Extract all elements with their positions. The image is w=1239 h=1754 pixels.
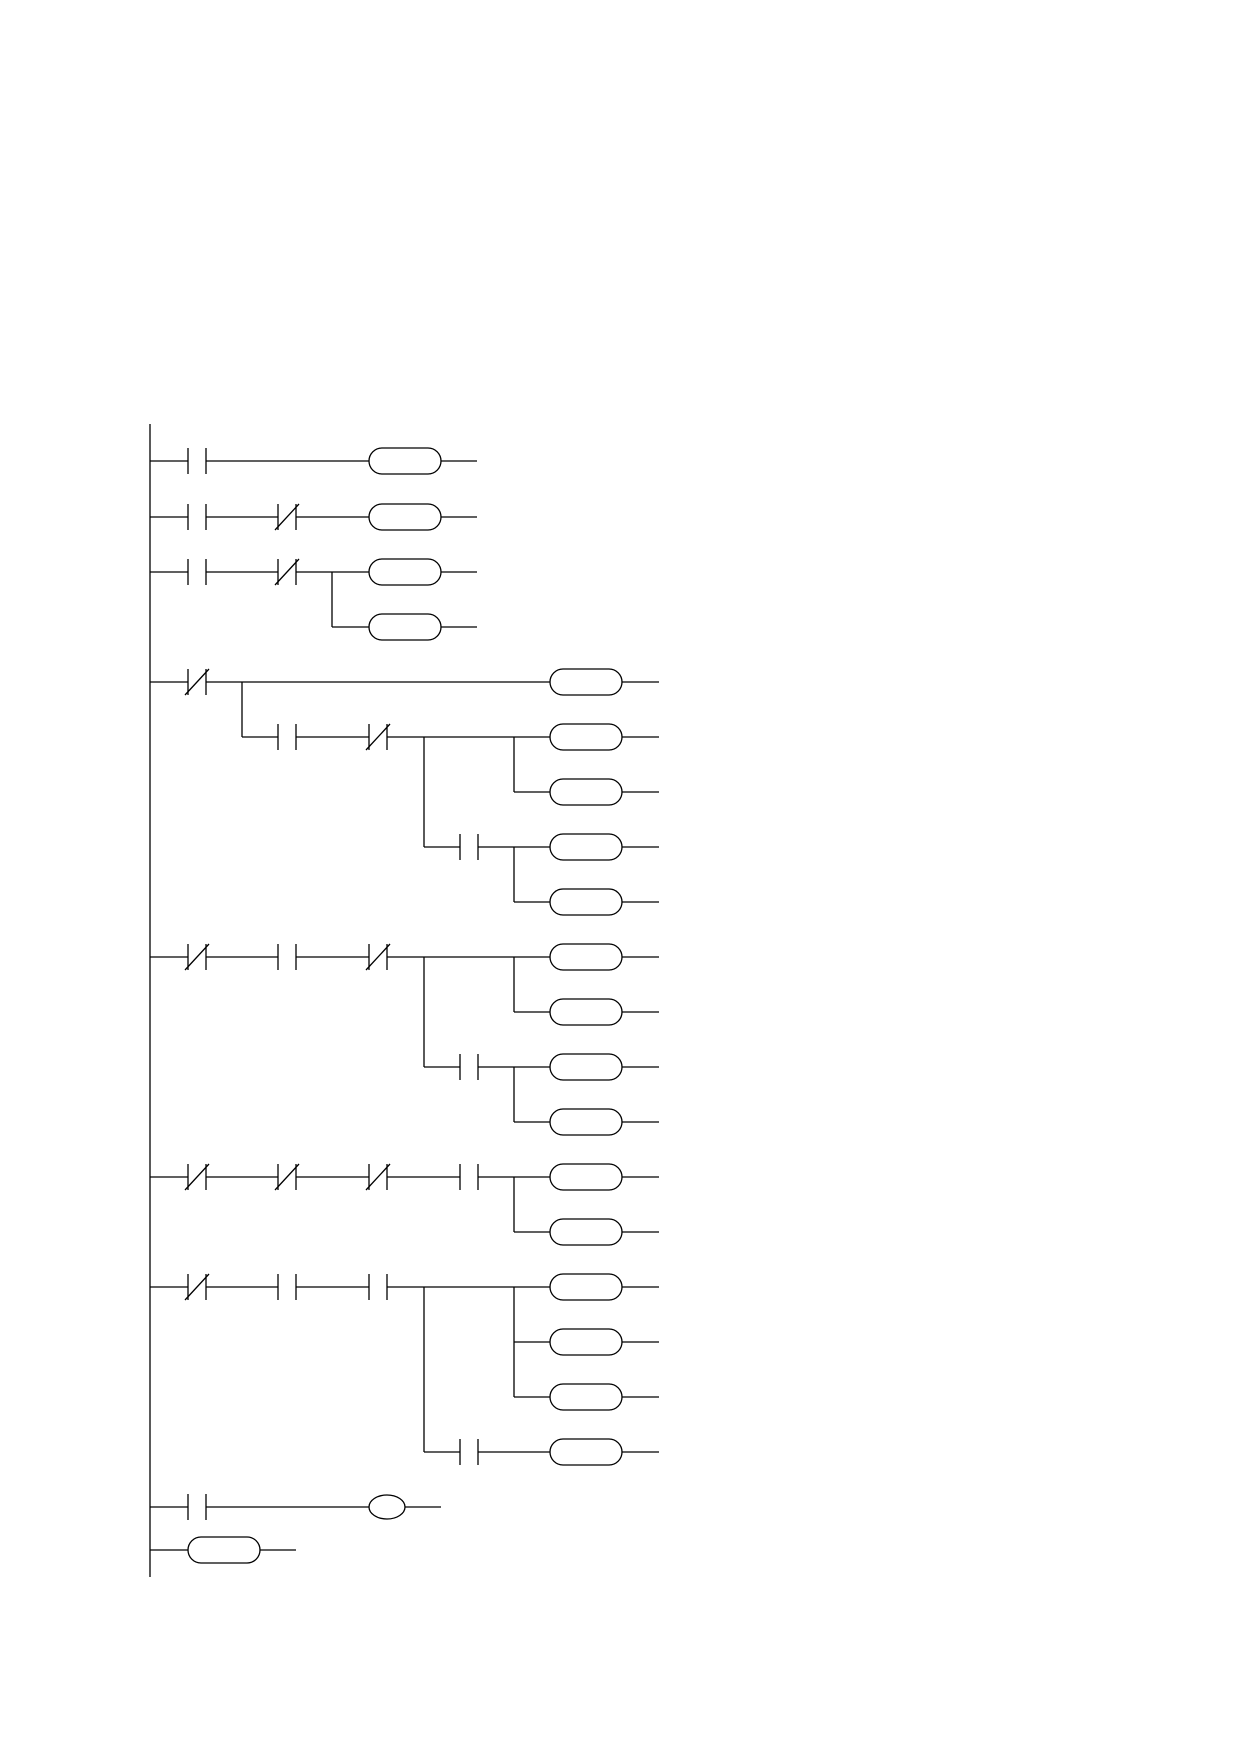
contact-nc-slash bbox=[274, 1163, 300, 1191]
output-box bbox=[549, 723, 623, 751]
output-box bbox=[549, 1273, 623, 1301]
output-box bbox=[549, 833, 623, 861]
output-box bbox=[549, 1053, 623, 1081]
output-box bbox=[187, 1536, 261, 1564]
output-box bbox=[549, 1383, 623, 1411]
output-box bbox=[549, 1438, 623, 1466]
output-box bbox=[549, 1108, 623, 1136]
contact-nc-slash bbox=[184, 943, 210, 971]
contact-nc-slash bbox=[184, 1163, 210, 1191]
output-box bbox=[368, 503, 442, 531]
output-box bbox=[549, 1218, 623, 1246]
output-box bbox=[549, 943, 623, 971]
output-box bbox=[549, 778, 623, 806]
output-box bbox=[549, 888, 623, 916]
output-box bbox=[368, 613, 442, 641]
contact-nc-slash bbox=[274, 558, 300, 586]
contact-nc-slash bbox=[184, 668, 210, 696]
output-box bbox=[549, 998, 623, 1026]
output-box bbox=[549, 1163, 623, 1191]
output-box bbox=[368, 558, 442, 586]
output-box bbox=[368, 447, 442, 475]
output-coil bbox=[368, 1494, 406, 1520]
output-box bbox=[549, 1328, 623, 1356]
contact-nc-slash bbox=[365, 1163, 391, 1191]
contact-nc-slash bbox=[365, 723, 391, 751]
contact-nc-slash bbox=[365, 943, 391, 971]
contact-nc-slash bbox=[184, 1273, 210, 1301]
output-box bbox=[549, 668, 623, 696]
contact-nc-slash bbox=[274, 503, 300, 531]
